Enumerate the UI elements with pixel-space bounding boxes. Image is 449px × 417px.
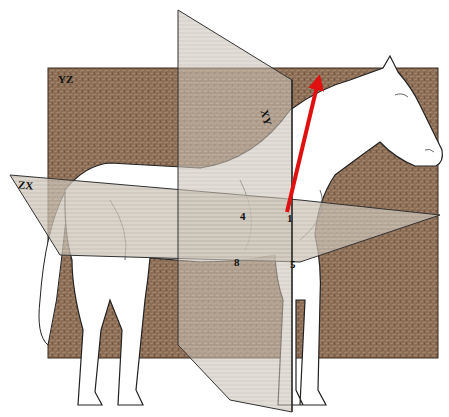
plane-edge — [291, 80, 292, 412]
xy-plane — [178, 10, 292, 412]
callout-number: 8 — [234, 257, 240, 268]
plane-label: YZ — [58, 74, 73, 85]
red-arrow — [287, 82, 318, 212]
plane-label: ZX — [18, 179, 34, 191]
callout-number: 5 — [290, 259, 296, 270]
callout-number: 4 — [240, 211, 246, 222]
callout-number: 1 — [287, 213, 293, 224]
